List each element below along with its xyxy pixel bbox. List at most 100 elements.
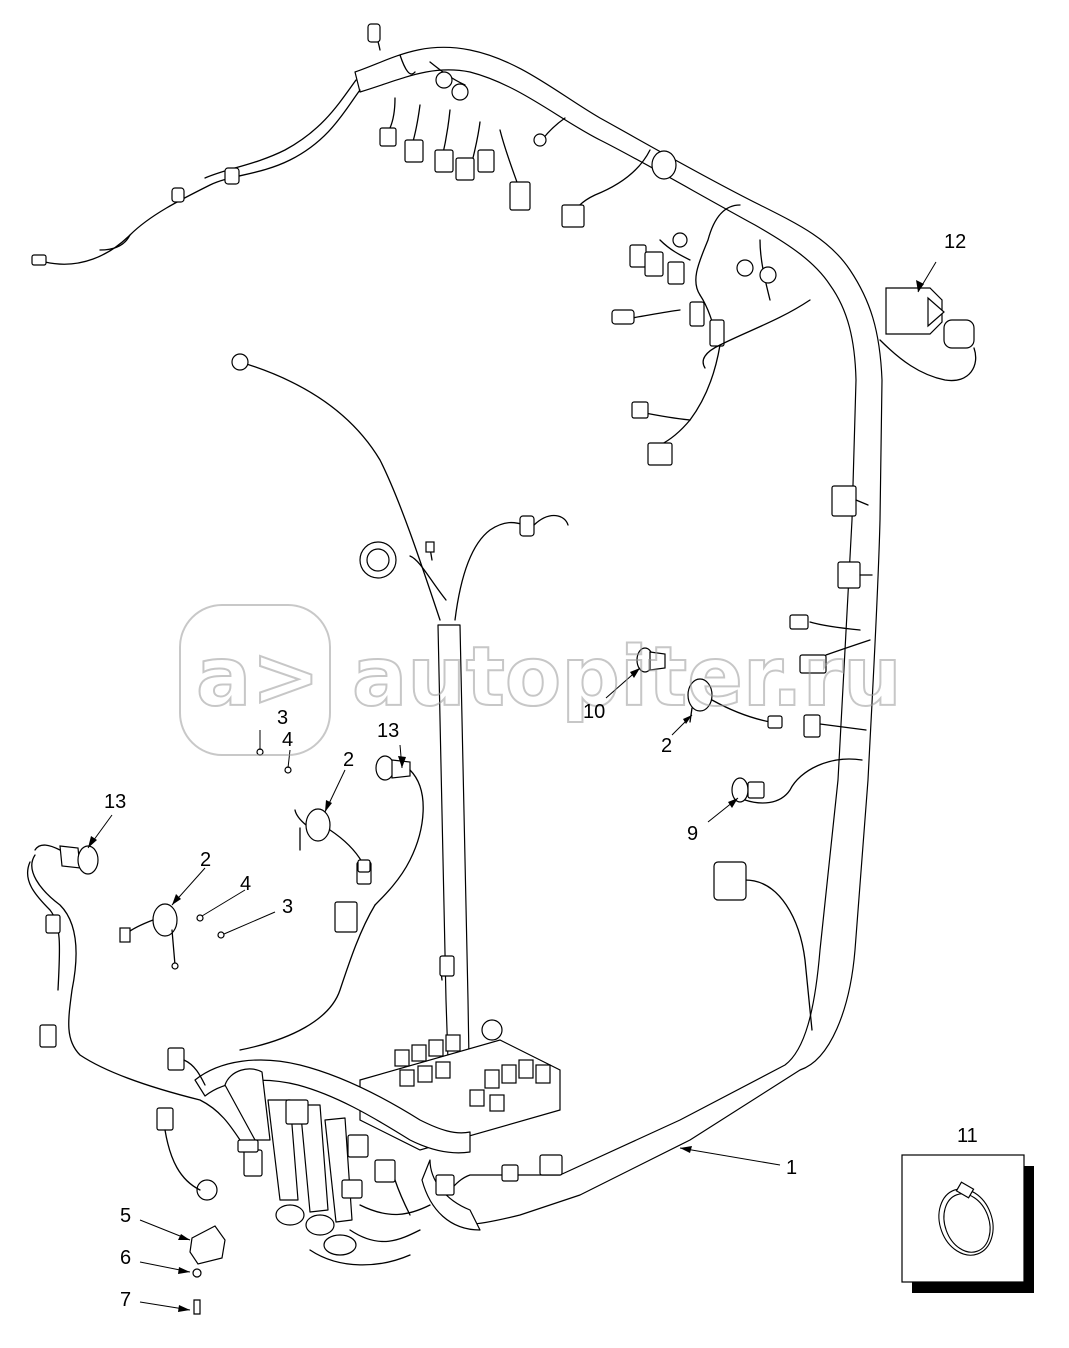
watermark-logo-frame <box>179 604 331 756</box>
item-12-connector <box>879 287 977 382</box>
top-branch-connectors <box>379 61 677 228</box>
connector-icon <box>539 1154 563 1176</box>
connector-cap-icon <box>943 319 975 349</box>
callout-4: 4 <box>282 729 293 751</box>
item-2-centre <box>294 808 371 873</box>
cable-tie-head-icon <box>955 1181 975 1199</box>
item-11-inset <box>901 1154 1034 1293</box>
relay-grid <box>394 1034 551 1112</box>
callout-5: 5 <box>120 1205 131 1227</box>
item-10-sensor <box>636 647 666 673</box>
connector-icon <box>611 309 635 325</box>
callout-2: 2 <box>661 735 672 757</box>
connector-icon <box>509 181 531 211</box>
connector-icon <box>667 261 685 285</box>
connector-icon <box>477 149 495 173</box>
watermark-logo: a> <box>196 630 320 725</box>
right-trunk-connectors <box>789 485 873 738</box>
connector-icon <box>803 714 821 738</box>
connector-icon <box>404 139 424 163</box>
connector-icon <box>789 614 809 630</box>
clip-icon <box>651 150 677 180</box>
watermark-site: autopiter.ru <box>352 630 902 725</box>
connector-icon <box>435 1174 455 1196</box>
left-branch-lamp <box>26 844 241 1191</box>
callout-2: 2 <box>343 749 354 771</box>
connector-icon <box>374 1159 396 1183</box>
bracket-icon <box>189 1225 226 1265</box>
callout-7: 7 <box>120 1289 131 1311</box>
connector-icon <box>31 254 47 266</box>
plug-icon <box>731 777 749 803</box>
connector-icon <box>837 561 861 589</box>
connector-icon <box>501 1164 519 1182</box>
callout-13: 13 <box>377 720 399 742</box>
callout-3: 3 <box>277 707 288 729</box>
connector-icon <box>434 149 454 173</box>
connector-icon <box>647 442 673 466</box>
grommet-icon <box>196 1179 218 1201</box>
sensor-icon <box>435 71 453 89</box>
connector-icon <box>831 485 857 517</box>
connector-icon <box>799 654 827 674</box>
callout-1: 1 <box>786 1157 797 1179</box>
cable-tie-icon <box>938 1188 994 1256</box>
grommet-icon <box>224 167 240 185</box>
connector-icon <box>455 157 475 181</box>
ring-terminal-icon <box>275 1204 305 1226</box>
washer-icon <box>192 1268 202 1278</box>
connector-icon <box>243 1149 263 1177</box>
switch-icon <box>687 678 713 712</box>
connector-icon <box>39 1024 57 1048</box>
bolt-icon <box>193 1299 201 1315</box>
right-upper-connectors <box>611 204 811 466</box>
cable-tie-inner-icon <box>943 1193 991 1253</box>
item-5-6-7 <box>189 1225 226 1315</box>
callout-6: 6 <box>120 1247 131 1269</box>
connector-icon <box>713 861 747 901</box>
connector-icon <box>561 204 585 228</box>
connector-icon <box>237 1139 259 1153</box>
lamp-icon <box>375 755 395 781</box>
round-connector-inner-icon <box>366 548 390 572</box>
connector-icon <box>439 955 455 977</box>
callout-2: 2 <box>200 849 211 871</box>
callout-4: 4 <box>240 873 251 895</box>
callout-3: 3 <box>282 896 293 918</box>
sensor-icon <box>736 259 754 277</box>
grommet-icon <box>231 353 249 371</box>
connector-icon <box>285 1099 309 1125</box>
leader-lines <box>87 261 937 1312</box>
callout-10: 10 <box>583 701 605 723</box>
lamp-icon <box>77 845 99 875</box>
ring-terminal-icon <box>323 1234 357 1256</box>
callout-11: 11 <box>957 1125 978 1147</box>
lower-left-harness <box>194 1059 563 1266</box>
connector-icon <box>357 859 371 873</box>
grommet-icon <box>171 187 185 203</box>
connector-icon <box>119 927 131 943</box>
terminal-icon <box>425 541 435 553</box>
item-2-right <box>687 678 783 729</box>
round-connector-icon <box>481 1019 503 1041</box>
ring-terminal-icon <box>305 1214 335 1236</box>
connector-icon <box>156 1107 174 1131</box>
connector-icon <box>629 244 647 268</box>
screw-icon <box>171 962 179 970</box>
callout-12: 12 <box>944 231 966 253</box>
triangle-icon <box>927 296 945 328</box>
connector-icon <box>341 1179 363 1199</box>
connector-icon <box>644 251 664 277</box>
connector-icon <box>709 319 725 347</box>
connector-icon <box>45 914 61 934</box>
switch-icon <box>305 808 331 842</box>
callout-labels: 12 10 2 9 3 4 2 13 13 2 4 3 1 11 5 6 7 <box>104 231 978 1311</box>
connector-icon <box>689 301 705 327</box>
connector-icon <box>519 515 535 537</box>
connector-icon <box>167 1047 185 1071</box>
screw-icon <box>217 931 225 939</box>
callout-9: 9 <box>687 823 698 845</box>
sensor-icon <box>533 133 547 147</box>
sensor-icon <box>451 83 469 101</box>
